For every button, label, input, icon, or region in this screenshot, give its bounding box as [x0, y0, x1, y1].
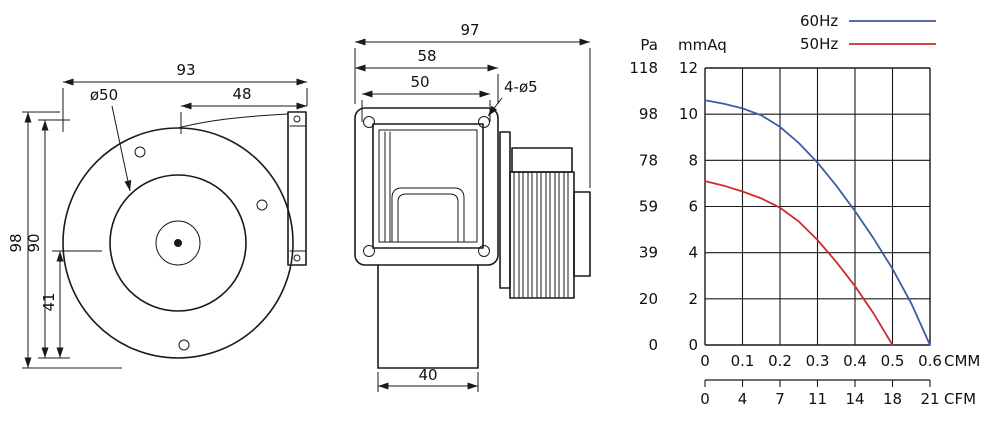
mounting-flange-plate: [354, 107, 499, 266]
front-view-drawing: 93 48 ø50 98 90 41: [7, 61, 308, 369]
curve-50Hz: [704, 180, 894, 346]
flange-corner-holes: [363, 116, 490, 257]
inlet-opening-outer: [372, 123, 484, 249]
outlet-duct: [377, 264, 479, 369]
cmm-tick-label: 0.6: [918, 352, 942, 370]
housing-outer-circle: [62, 127, 294, 359]
cfm-tick-label: 18: [883, 390, 902, 408]
impeller-drum: [384, 131, 465, 243]
cmm-tick-label: 0.5: [881, 352, 905, 370]
cmm-tick-label: 0.3: [806, 352, 830, 370]
hub-circle: [155, 220, 201, 266]
cfm-tick-label: 4: [738, 390, 748, 408]
cmm-tick-label: 0: [700, 352, 710, 370]
pa-tick-label: 20: [639, 290, 658, 308]
pa-tick-label: 39: [639, 244, 658, 262]
cfm-tick-label: 7: [775, 390, 785, 408]
mmaq-tick-label: 4: [688, 244, 698, 262]
dim-label-inner-height: 90: [25, 233, 43, 252]
x-axis-label-cmm: CMM: [944, 352, 980, 370]
x-axis-label-cfm: CFM: [944, 390, 976, 408]
pa-tick-label: 78: [639, 151, 658, 169]
pa-tick-label: 118: [630, 59, 658, 77]
cfm-tick-label: 0: [700, 390, 710, 408]
dim-label-mounting-holes: 4-ø5: [504, 78, 538, 96]
dim-label-opening-width: 50: [410, 73, 429, 91]
dim-label-center-to-flange: 48: [232, 85, 251, 103]
dim-label-outlet-width: 40: [418, 366, 437, 384]
mmaq-tick-label: 0: [688, 336, 698, 354]
mmaq-tick-label: 8: [688, 151, 698, 169]
y-axis-label-pa: Pa: [640, 36, 658, 54]
terminal-box: [511, 147, 573, 173]
inlet-circle: [109, 174, 247, 312]
dim-label-inlet-diameter: ø50: [90, 86, 118, 104]
housing-side-wall: [499, 131, 511, 289]
front-view-dimensions: 93 48 ø50 98 90 41: [7, 61, 308, 369]
dim-label-center-to-bottom: 41: [40, 292, 58, 311]
mmaq-tick-label: 2: [688, 290, 698, 308]
y-axis-label-mmaq: mmAq: [678, 36, 727, 54]
volute-tangent-line: [177, 113, 289, 129]
cmm-tick-label: 0.2: [768, 352, 792, 370]
pa-tick-label: 98: [639, 105, 658, 123]
mmaq-tick-label: 6: [688, 198, 698, 216]
inlet-opening-inner: [378, 129, 478, 243]
curve-60Hz: [704, 99, 931, 346]
legend-label-50Hz: 50Hz: [800, 35, 838, 53]
side-view-dimensions: 97 58 50 4-ø5 40: [354, 21, 591, 392]
pa-tick-label: 0: [648, 336, 658, 354]
mounting-flange-front: [287, 111, 307, 266]
legend-label-60Hz: 60Hz: [800, 12, 838, 30]
face-mounting-holes: [134, 146, 268, 351]
cmm-tick-label: 0.1: [731, 352, 755, 370]
cfm-tick-label: 14: [845, 390, 864, 408]
dim-label-overall-height: 98: [7, 233, 25, 252]
shaft-center-dot: [174, 239, 182, 247]
mmaq-tick-label: 12: [679, 59, 698, 77]
side-view-drawing: 97 58 50 4-ø5 40: [354, 21, 591, 392]
motor-end-cap: [573, 191, 591, 277]
cfm-tick-label: 11: [808, 390, 827, 408]
dim-label-overall-width: 93: [176, 61, 195, 79]
cmm-tick-label: 0.4: [843, 352, 867, 370]
mmaq-tick-label: 10: [679, 105, 698, 123]
dim-label-flange-width: 58: [417, 47, 436, 65]
cfm-tick-label: 21: [920, 390, 939, 408]
pa-tick-label: 59: [639, 198, 658, 216]
blower-housing-front: [62, 111, 307, 359]
motor-cooling-fins: [513, 171, 569, 299]
dim-label-overall-depth: 97: [460, 21, 479, 39]
blower-side-outline: [354, 107, 591, 369]
